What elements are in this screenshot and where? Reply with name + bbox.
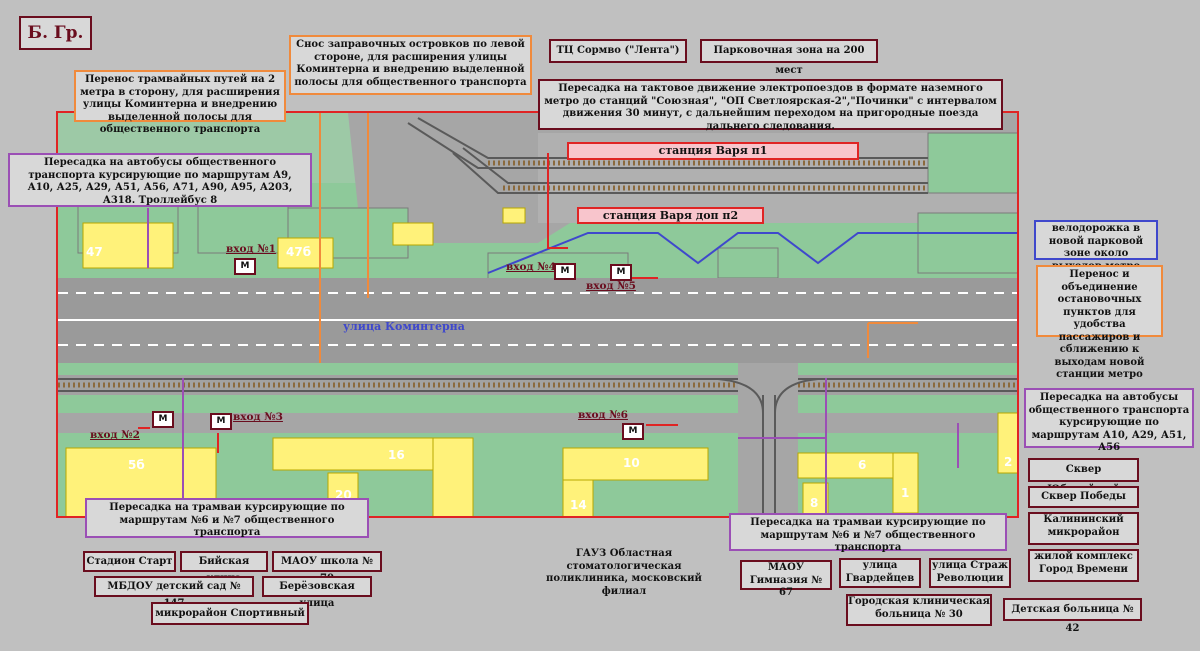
place-kalininsky: Калининский микрорайон bbox=[1028, 512, 1139, 545]
building-number: 5б bbox=[128, 458, 145, 472]
building-number: 2 bbox=[1004, 455, 1013, 469]
place-clinic: ГАУЗ Областная стоматологическая поликли… bbox=[546, 548, 702, 597]
entrance-6-label[interactable]: вход №6 bbox=[578, 409, 628, 421]
place-school: МАОУ школа № 70 bbox=[272, 551, 382, 584]
place-hospital-30: Городская клиническая больница № 30 bbox=[846, 594, 992, 626]
metro-icon: M bbox=[610, 264, 632, 281]
building-number: 14 bbox=[570, 498, 587, 512]
place-jubilee-square: Сквер Юбилейный bbox=[1028, 458, 1139, 495]
building-number: 6 bbox=[858, 458, 867, 472]
place-parking: Парковочная зона на 200 мест bbox=[700, 39, 878, 76]
building-number: 16 bbox=[388, 448, 405, 462]
place-biysk-street: Бийская улица bbox=[180, 551, 268, 584]
place-victory-square: Сквер Победы bbox=[1028, 486, 1139, 508]
entrance-4-label[interactable]: вход №4 bbox=[506, 261, 556, 273]
place-beryozovskaya: Берёзовская улица bbox=[262, 576, 372, 609]
place-gymnasium: МАОУ Гимназия № 67 bbox=[740, 560, 832, 598]
note-tram-tracks: Перенос трамвайных путей на 2 метра в ст… bbox=[74, 70, 286, 135]
entrance-5-label[interactable]: вход №5 bbox=[586, 280, 636, 292]
station-main-label: станция Варя п1 bbox=[658, 144, 768, 157]
entrance-2-label[interactable]: вход №2 bbox=[90, 429, 140, 441]
place-children-hospital: Детская больница № 42 bbox=[1003, 598, 1142, 634]
note-trains: Пересадка на тактовое движение электропо… bbox=[538, 79, 1003, 132]
place-kindergarten: МБДОУ детский сад № 147 bbox=[94, 576, 254, 609]
building-number: 8 bbox=[810, 496, 819, 510]
building-number: 10 bbox=[623, 456, 640, 470]
metro-icon: M bbox=[554, 263, 576, 280]
building-number: 47б bbox=[286, 245, 312, 259]
note-stops-merge: Перенос и объединение остановочных пункт… bbox=[1036, 265, 1163, 380]
place-stadium: Стадион Старт bbox=[83, 551, 176, 572]
station-additional-label: станция Варя доп п2 bbox=[602, 209, 739, 222]
place-strazh: улица Страж Революции bbox=[929, 558, 1011, 588]
place-sportivny: микрорайон Спортивный bbox=[151, 602, 309, 625]
note-bus-left: Пересадка на автобусы общественного тран… bbox=[8, 153, 312, 207]
note-fuel-islands: Снос заправочных островков по левой стор… bbox=[289, 35, 532, 95]
entrance-3-label[interactable]: вход №3 bbox=[233, 411, 283, 423]
note-bike-lane: велодорожка в новой парковой зоне около … bbox=[1034, 220, 1158, 272]
metro-icon: M bbox=[152, 411, 174, 428]
building-number: 47 bbox=[86, 245, 103, 259]
street-label: улица Коминтерна bbox=[343, 320, 465, 333]
metro-icon: M bbox=[622, 423, 644, 440]
note-tram-right: Пересадка на трамваи курсирующие по марш… bbox=[729, 513, 1007, 553]
metro-icon: M bbox=[210, 413, 232, 430]
building-number: 1 bbox=[901, 486, 910, 500]
entrance-1-label[interactable]: вход №1 bbox=[226, 243, 276, 255]
place-city-of-time: жилой комплекс Город Времени bbox=[1028, 549, 1139, 582]
metro-icon: M bbox=[234, 258, 256, 275]
corner-label: Б. Гр. bbox=[19, 16, 92, 50]
place-gvardeytsev: улица Гвардейцев bbox=[839, 558, 921, 588]
place-mall: ТЦ Сормво ("Лента") bbox=[549, 39, 687, 63]
note-bus-right: Пересадка на автобусы общественного тран… bbox=[1024, 388, 1194, 453]
note-tram-left: Пересадка на трамваи курсирующие по марш… bbox=[85, 498, 369, 538]
